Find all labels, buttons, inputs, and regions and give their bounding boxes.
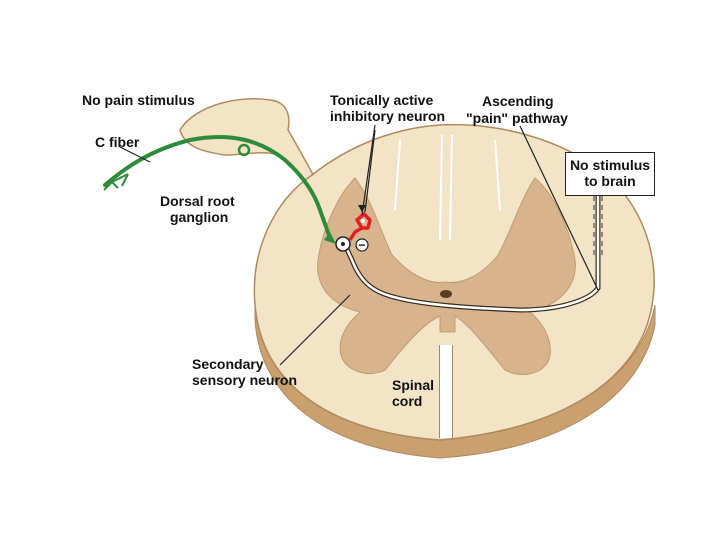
no-pain-stimulus-label: No pain stimulus — [82, 92, 195, 108]
spinal-label: Spinal — [392, 377, 435, 393]
inhibition-symbol: − — [358, 238, 365, 252]
sensory-neuron-label: sensory neuron — [192, 372, 298, 388]
inhibitory-neuron — [348, 212, 372, 241]
no-stimulus-box: No stimulus to brain — [565, 152, 655, 196]
c-fiber-terminal — [324, 232, 336, 244]
inhibition-symbol-icon — [355, 238, 369, 252]
central-canal — [440, 290, 452, 298]
inhibitory-neuron-nucleus — [361, 219, 365, 223]
inhibitory-neuron-label: inhibitory neuron — [330, 108, 446, 124]
secondary-neuron-nucleus — [341, 242, 345, 246]
pain-pathway-label: "pain" pathway — [466, 110, 568, 126]
pathway-dashes — [593, 190, 603, 255]
c-fiber — [103, 134, 332, 240]
secondary-pathway-inner — [343, 190, 600, 312]
dorsal-lines — [394, 139, 501, 211]
no-stimulus-label: No stimulus — [569, 157, 651, 173]
dorsal-root-label: Dorsal root — [160, 193, 235, 209]
cord-label: cord — [392, 393, 423, 409]
to-brain-label: to brain — [584, 173, 636, 189]
leader-lines — [119, 124, 599, 366]
inhibitory-arrow — [358, 205, 366, 212]
tonically-active-label: Tonically active — [330, 92, 434, 108]
ascending-label: Ascending — [482, 93, 554, 109]
ganglion-label: ganglion — [170, 209, 229, 225]
secondary-label: Secondary — [192, 356, 264, 372]
c-fiber-cell-body — [237, 143, 251, 157]
dorsal-fissure — [439, 134, 453, 241]
ventral-fissure-gap — [440, 345, 452, 438]
spinal-cord-gray-matter — [317, 177, 576, 375]
c-fiber-label: C fiber — [95, 134, 140, 150]
c-fiber-endings — [103, 173, 129, 191]
